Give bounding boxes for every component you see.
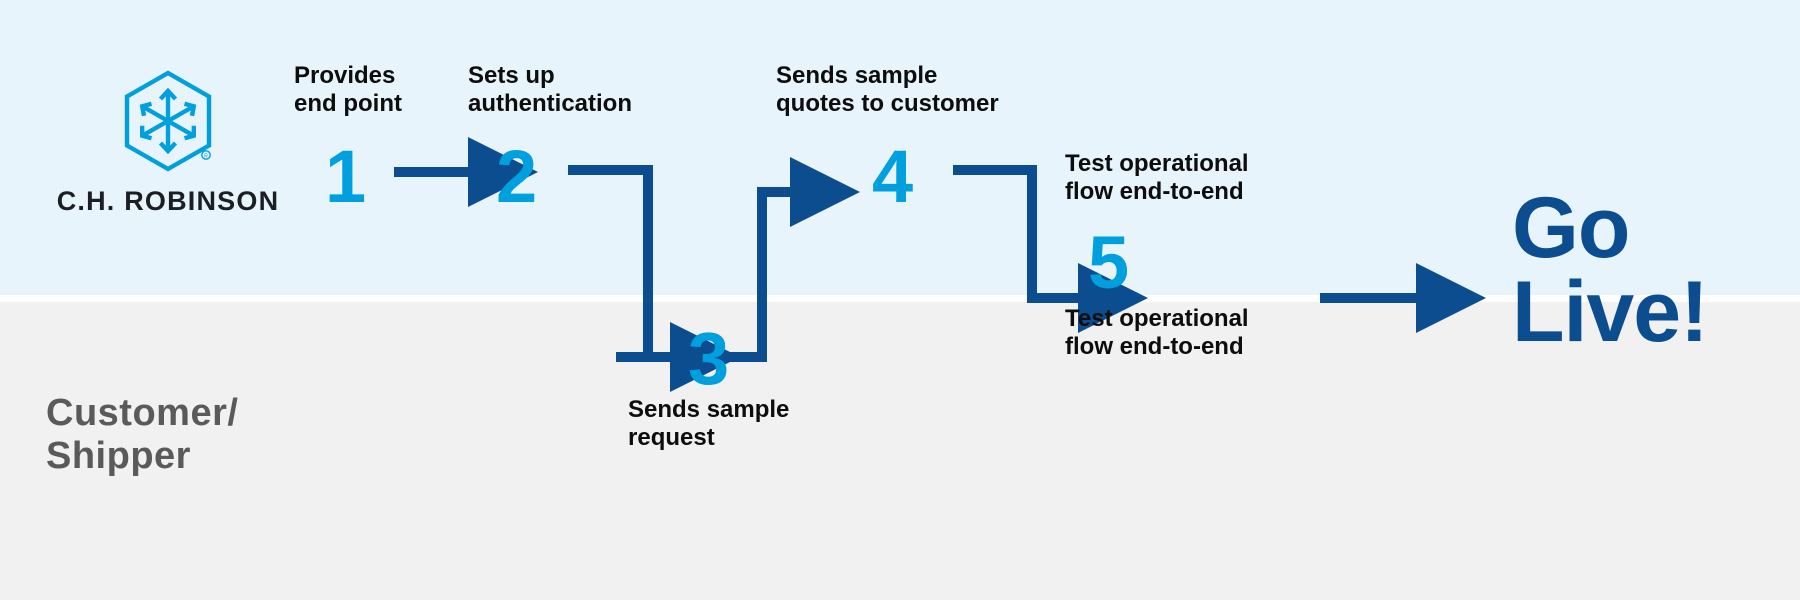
brand-logo: R C.H. ROBINSON (48, 70, 288, 217)
arrow-4-to-5 (953, 165, 1148, 333)
step-3-number: 3 (688, 317, 729, 400)
svg-text:R: R (204, 154, 208, 160)
registered-mark-icon (201, 150, 211, 160)
go-live-line-2: Live! (1512, 264, 1709, 361)
step-3-caption: Sends sample request (628, 396, 790, 452)
lane-band-ch-robinson (0, 0, 1800, 295)
step-5-caption-below: Test operational flow end-to-end (1065, 305, 1249, 361)
step-5-number: 5 (1088, 221, 1129, 304)
go-live-outcome: Go Live! (1512, 180, 1792, 361)
hexagon-cube-arrows-icon: R (124, 70, 212, 172)
arrow-3-to-4 (616, 157, 860, 362)
step-1-caption: Provides end point (294, 62, 402, 118)
step-2-caption: Sets up authentication (468, 62, 633, 118)
arrow-2-to-3 (568, 165, 740, 392)
lane-divider (0, 295, 1800, 302)
brand-wordmark: C.H. ROBINSON (56, 186, 280, 216)
step-4-number: 4 (872, 135, 913, 218)
step-2-number: 2 (496, 135, 537, 218)
go-live-line-1: Go (1512, 180, 1630, 276)
lane-band-customer-shipper (0, 302, 1800, 600)
lane-label-customer-shipper: Customer/ Shipper (46, 392, 239, 477)
step-1-number: 1 (325, 135, 366, 218)
step-5-caption-above: Test operational flow end-to-end (1065, 150, 1249, 206)
step-4-caption: Sends sample quotes to customer (776, 62, 999, 118)
